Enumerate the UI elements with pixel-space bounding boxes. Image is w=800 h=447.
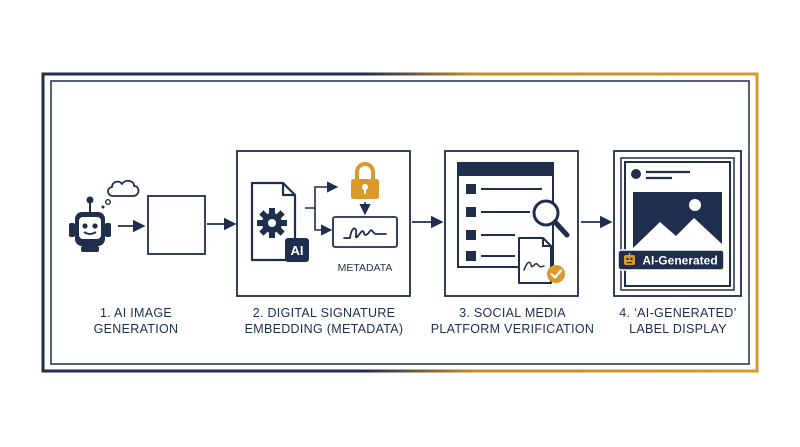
- inner-frame: [50, 80, 750, 365]
- list-item: [466, 207, 476, 217]
- ai-badge: AI: [285, 238, 309, 262]
- step2-label-line2: EMBEDDING (METADATA): [244, 322, 404, 336]
- step4-label: 4. ‘AI-GENERATED’ LABEL DISPLAY: [606, 305, 750, 337]
- robot-icon: [69, 196, 111, 252]
- metadata-caption: METADATA: [338, 262, 393, 274]
- signature-icon: [523, 261, 545, 271]
- signature-icon: [343, 227, 387, 239]
- image-icon: [633, 192, 722, 248]
- step1-label-line1: 1. AI IMAGE: [99, 306, 173, 320]
- ai-generated-tag: AI-Generated: [617, 249, 725, 271]
- arrow-doc-to-signature: [314, 208, 333, 236]
- ai-badge-text: AI: [291, 243, 304, 258]
- outer-frame: [41, 72, 759, 373]
- step1-label: 1. AI IMAGE GENERATION: [76, 305, 196, 337]
- step4-label-line2: LABEL DISPLAY: [629, 322, 727, 336]
- magnifier-icon: [532, 199, 570, 238]
- step4-label-line1: 4. ‘AI-GENERATED’: [619, 306, 737, 320]
- list-item: [466, 251, 476, 261]
- robot-icon: [624, 253, 635, 265]
- checkmark-badge-icon: [547, 265, 565, 283]
- generated-image-placeholder: [147, 195, 206, 255]
- thought-bubble-icon: [101, 179, 140, 209]
- step3-label: 3. SOCIAL MEDIA PLATFORM VERIFICATION: [425, 305, 600, 337]
- list-item: [466, 230, 476, 240]
- step2-label-line1: 2. DIGITAL SIGNATURE: [252, 306, 396, 320]
- step2-label: 2. DIGITAL SIGNATURE EMBEDDING (METADATA…: [233, 305, 415, 337]
- list-item: [466, 184, 476, 194]
- step3-label-line1: 3. SOCIAL MEDIA: [459, 306, 566, 320]
- arrow-doc-to-lock: [305, 181, 339, 209]
- gear-document-icon: [250, 181, 297, 262]
- avatar: [631, 169, 641, 179]
- step1-label-line2: GENERATION: [93, 322, 179, 336]
- lock-icon: [351, 162, 379, 199]
- signature-box: [332, 216, 398, 248]
- signed-document-icon: [518, 237, 552, 284]
- ai-generated-tag-text: AI-Generated: [642, 254, 717, 268]
- step3-label-line2: PLATFORM VERIFICATION: [430, 322, 595, 336]
